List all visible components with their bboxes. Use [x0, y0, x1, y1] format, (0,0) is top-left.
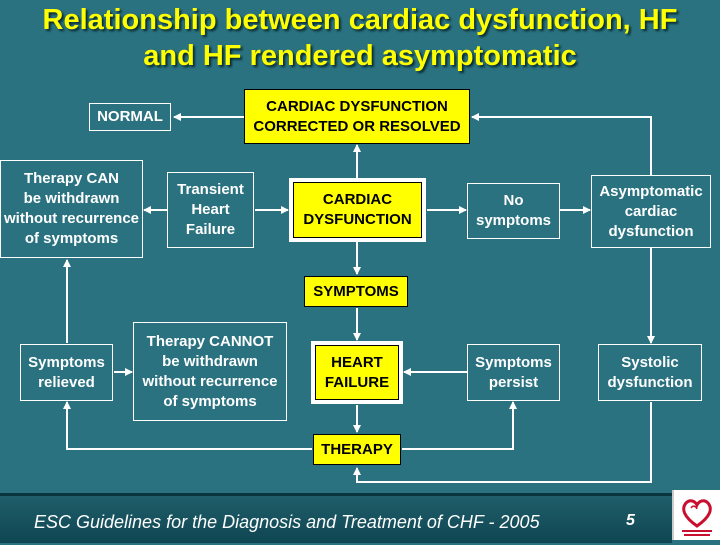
box-therapy-can: Therapy CAN be withdrawn without recurre…: [0, 160, 143, 258]
box-normal: NORMAL: [89, 103, 171, 131]
esc-logo: [672, 490, 720, 540]
slide-number: 5: [626, 512, 635, 529]
arrow-therapy-to-persist: [402, 401, 517, 450]
heart-logo-icon: [682, 499, 712, 536]
box-no-symptoms: No symptoms: [467, 183, 560, 239]
arrow-systolic-to-therapy: [353, 402, 652, 483]
footer-bar: [0, 493, 672, 543]
box-asymptomatic: Asymptomatic cardiac dysfunction: [591, 175, 711, 248]
box-heart-failure: HEART FAILURE: [311, 341, 403, 404]
arrow-asymptomatic-to-corrected: [471, 113, 652, 175]
heart-failure-label: HEART FAILURE: [315, 345, 399, 400]
box-dysfunction-corrected: CARDIAC DYSFUNCTION CORRECTED OR RESOLVE…: [244, 89, 470, 144]
cardiac-dysfunction-label: CARDIAC DYSFUNCTION: [293, 182, 422, 238]
title-line-1: Relationship between cardiac dysfunction…: [42, 4, 678, 36]
box-symptoms-persist: Symptoms persist: [467, 344, 560, 401]
box-therapy: THERAPY: [313, 434, 401, 465]
slide-title: Relationship between cardiac dysfunction…: [0, 2, 720, 74]
arrow-therapy-to-relieved: [63, 401, 312, 450]
box-symptoms: SYMPTOMS: [304, 276, 408, 307]
title-line-2: and HF rendered asymptomatic: [143, 40, 577, 72]
box-therapy-cannot: Therapy CANNOT be withdrawn without recu…: [133, 322, 287, 421]
box-symptoms-relieved: Symptoms relieved: [20, 344, 113, 401]
box-cardiac-dysfunction: CARDIAC DYSFUNCTION: [289, 178, 426, 242]
footer-text: ESC Guidelines for the Diagnosis and Tre…: [34, 512, 540, 532]
box-systolic-dysfunction: Systolic dysfunction: [598, 344, 702, 401]
box-transient-hf: Transient Heart Failure: [167, 172, 254, 248]
